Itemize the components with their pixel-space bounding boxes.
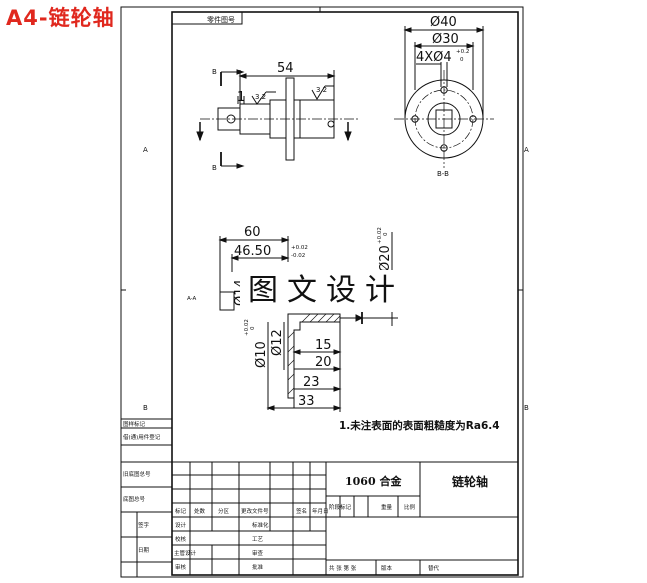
zone-label-aa: A-A: [187, 296, 197, 302]
left-strip-top: 图样标记: [123, 420, 146, 428]
sheet-info: 共 张 第 张: [329, 564, 357, 572]
rev-header-2: 分区: [218, 507, 230, 515]
dim-holes-tol-up: +0.2: [456, 49, 469, 55]
role-row-0: 设计: [175, 521, 187, 529]
role-row-3: 审核: [175, 563, 187, 571]
section-view: [218, 232, 398, 412]
part-name: 链轮轴: [452, 474, 488, 489]
role-row-2: 主管设计: [174, 549, 197, 557]
dim-d20-tol-up: +0.02: [377, 227, 383, 244]
version-label: 版本: [381, 564, 393, 572]
dim-54: 54: [277, 61, 294, 76]
dim-46-tol-lo: -0.02: [291, 253, 305, 259]
title-block: [171, 461, 519, 576]
role-row-1: 校核: [175, 535, 187, 543]
cut-mark-bottom: B: [212, 164, 217, 172]
rev-header-1: 处数: [194, 507, 206, 515]
zone-label-left: A: [143, 146, 148, 154]
dim-d30: Ø30: [432, 32, 459, 47]
stage-header-1: 重量: [381, 503, 393, 511]
rev-header-3: 更改文件号: [241, 507, 269, 515]
material: 1060 合金: [345, 474, 402, 488]
outer-frame: [120, 6, 524, 578]
watermark: 图文设计: [240, 270, 418, 312]
end-view: [394, 26, 494, 168]
dim-chamfer: 1: [237, 90, 245, 105]
stage-header-2: 比例: [404, 503, 416, 511]
sign-label-2: 审查: [252, 549, 264, 557]
dim-holes: 4XØ4: [416, 50, 452, 65]
zone-label-left-b: B: [143, 404, 148, 412]
drawing-number-label: 零件图号: [207, 15, 235, 24]
dim-33: 33: [298, 394, 315, 409]
roughness-a: 3.2: [255, 93, 266, 101]
dim-d20-tol-lo: 0: [383, 232, 389, 236]
dim-23: 23: [303, 375, 320, 390]
sign-label-1: 工艺: [252, 536, 264, 543]
left-strip-4: 日期: [138, 547, 150, 554]
section-label: B-B: [437, 170, 449, 178]
rev-header-0: 标记: [175, 507, 187, 515]
dim-d40: Ø40: [430, 15, 457, 30]
dim-15: 15: [315, 338, 332, 353]
sign-label-0: 标准化: [252, 521, 269, 529]
dim-60: 60: [244, 225, 261, 240]
file-tag: A4-链轮轴: [6, 6, 115, 30]
main-view: [196, 69, 360, 169]
dim-46: 46.50: [234, 244, 271, 259]
rev-header-4: 签名: [296, 507, 307, 515]
dim-20: 20: [315, 355, 332, 370]
stage-header-0: 阶段标记: [329, 503, 352, 511]
dim-d20: Ø20: [378, 245, 393, 272]
rev-header-5: 年月日: [312, 507, 329, 515]
drawing-number-box: [171, 11, 243, 25]
left-strip-0: 借(通)用件登记: [123, 433, 161, 441]
left-strip-3: 签字: [138, 521, 150, 529]
left-strip-2: 底图总号: [123, 495, 146, 503]
dim-d10-tol-lo: 0: [250, 326, 256, 330]
zone-label-right: A: [524, 146, 529, 154]
general-note: 1.未注表面的表面粗糙度为Ra6.4: [339, 419, 500, 432]
left-strip-1: 旧底图总号: [123, 470, 151, 478]
cut-mark-top: B: [212, 68, 217, 76]
zone-label-right-b: B: [524, 404, 529, 412]
replace-label: 替代: [428, 564, 440, 572]
dim-46-tol-up: +0.02: [291, 245, 308, 251]
dim-d12: Ø12: [270, 329, 285, 356]
roughness-b: 3.2: [316, 86, 327, 94]
dim-d10: Ø10: [254, 341, 269, 368]
sign-label-3: 批准: [252, 563, 264, 571]
dim-d10-tol-up: +0.02: [244, 319, 250, 336]
dim-holes-tol-lo: 0: [460, 57, 464, 63]
